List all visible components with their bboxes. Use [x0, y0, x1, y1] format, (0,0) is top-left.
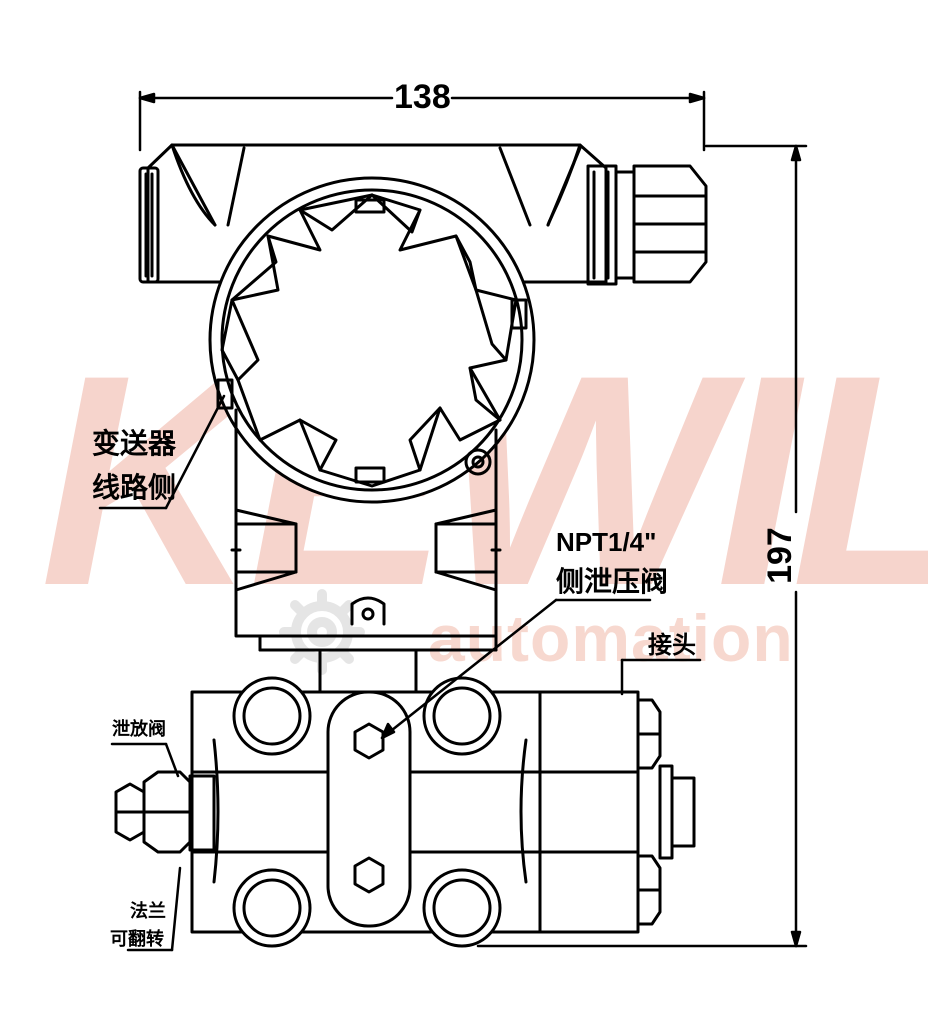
dimension-height-label: 197	[760, 527, 799, 584]
bleed-valve-label: 泄放阀	[112, 719, 166, 740]
sensor-flange	[188, 676, 640, 948]
transmitter-label-line1: 变送器	[92, 427, 177, 460]
process-connector	[636, 698, 696, 926]
dimension-width	[138, 90, 706, 152]
left-plug	[138, 166, 160, 284]
cable-gland	[586, 164, 708, 286]
watermark-sub: automation	[428, 601, 794, 675]
npt-label: NPT1/4"	[556, 527, 657, 557]
side-relief-valve-label: 侧泄压阀	[556, 565, 669, 598]
bleed-valve	[114, 770, 192, 854]
leader-lines	[98, 394, 702, 952]
transmitter-label-line2: 线路侧	[92, 471, 177, 504]
housing-cover	[208, 176, 536, 504]
housing-neck	[230, 408, 502, 694]
flange-label-line1: 法兰	[130, 901, 166, 922]
dimension-height	[476, 144, 808, 948]
watermark-gear-icon	[279, 589, 365, 675]
flange-label-line2: 可翻转	[110, 929, 164, 950]
dimension-width-label: 138	[394, 78, 451, 116]
connector-label: 接头	[648, 631, 696, 659]
